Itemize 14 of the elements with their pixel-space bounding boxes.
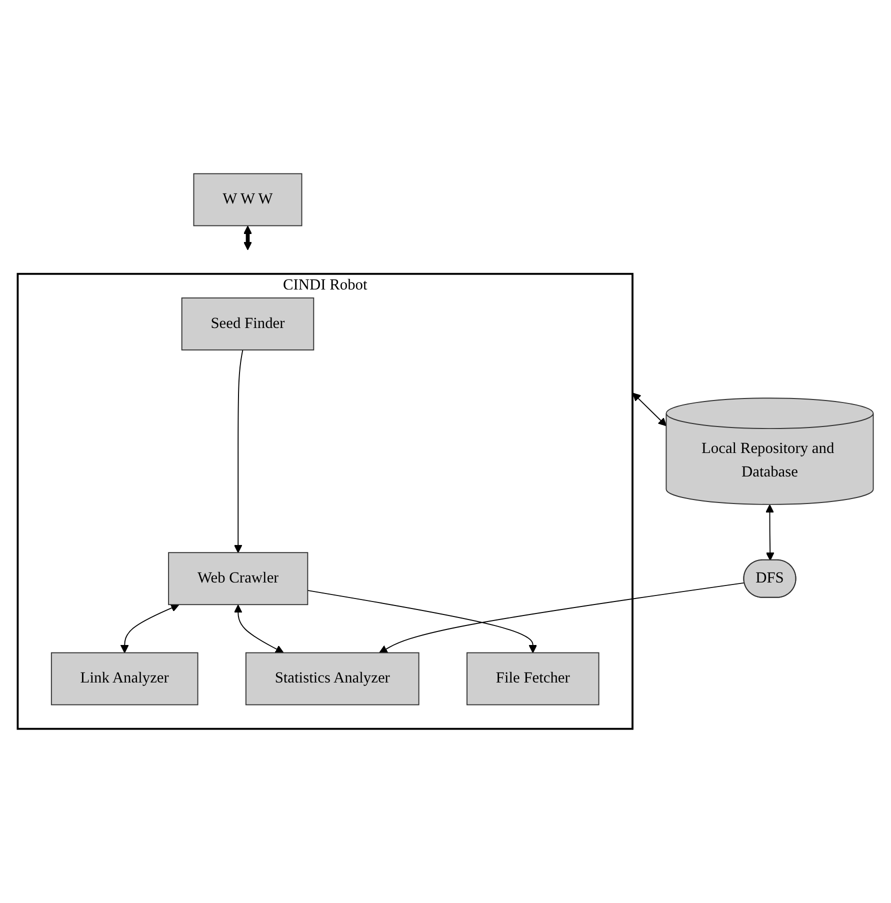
arrow <box>379 582 746 654</box>
node-box: W W W <box>193 173 302 226</box>
arrow <box>632 392 667 426</box>
arrow <box>234 604 284 654</box>
arrow <box>244 226 252 250</box>
arrow <box>234 350 244 554</box>
node-box: Link Analyzer <box>50 652 198 706</box>
arrow <box>766 504 774 561</box>
node-box: Statistics Analyzer <box>245 652 420 706</box>
arrow <box>307 590 538 654</box>
node-box: Web Crawler <box>168 552 308 606</box>
arrow <box>120 604 180 654</box>
node-box: File Fetcher <box>466 652 600 706</box>
node-box: Seed Finder <box>181 298 314 351</box>
